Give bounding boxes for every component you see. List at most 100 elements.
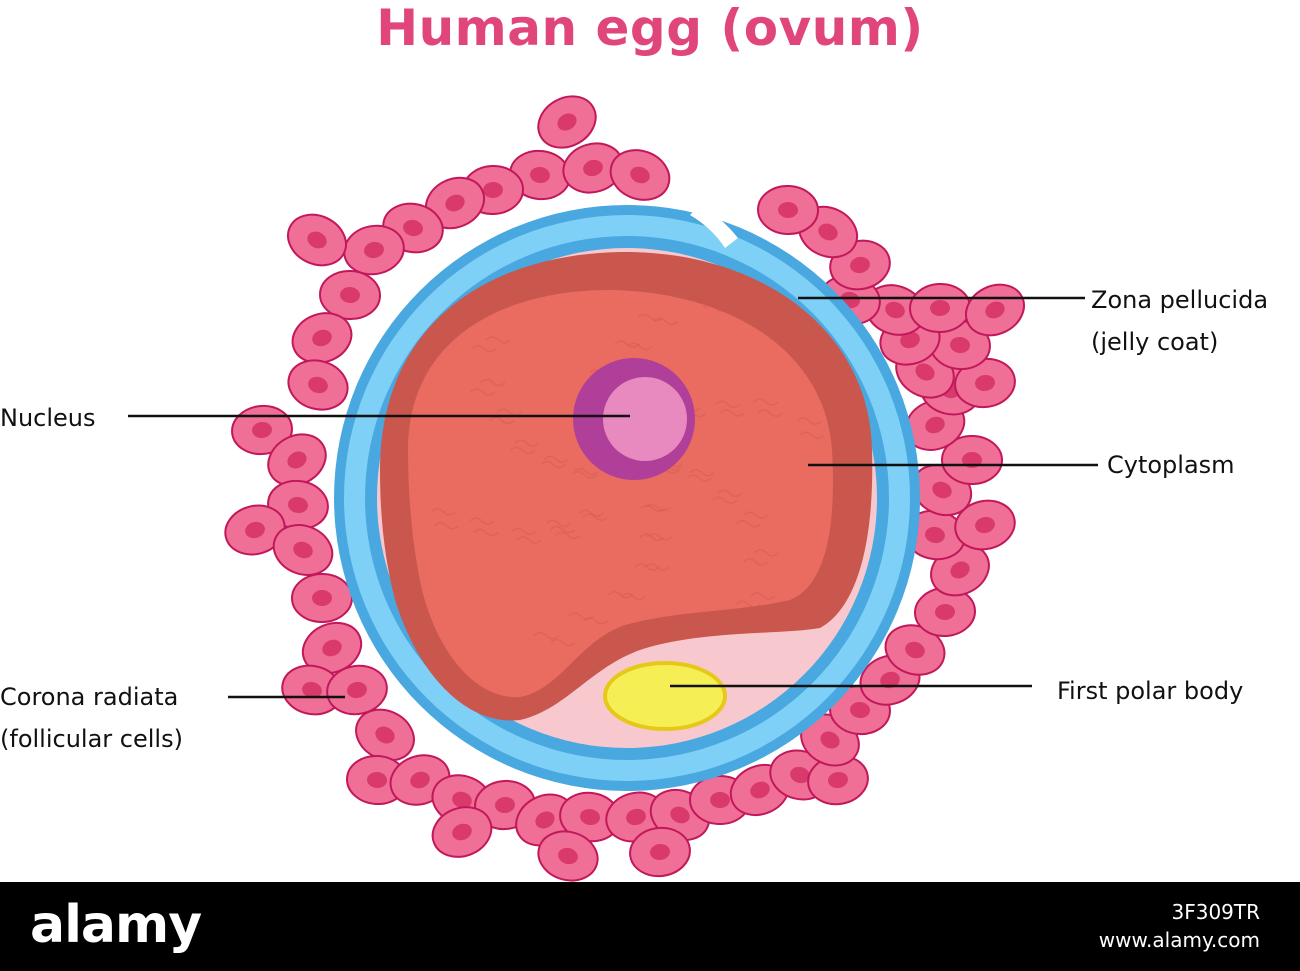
cytoplasm-granule (689, 469, 715, 477)
follicle-cell-nucleus (307, 231, 327, 249)
follicle-cell-nucleus (495, 796, 515, 814)
follicle-cell-nucleus (650, 843, 670, 861)
follicle-cell-nucleus (850, 256, 870, 274)
cytoplasm-granule (796, 417, 822, 425)
follicle-cell-nucleus (302, 681, 322, 699)
cytoplasm-granule (568, 612, 594, 620)
follicle-cell-nucleus (288, 496, 308, 514)
cytoplasm-granule (634, 563, 660, 571)
follicle-cell (609, 149, 671, 201)
follicle-cell-nucleus (975, 374, 995, 392)
follicle-cell (941, 434, 1003, 486)
follicle-cell-nucleus (287, 451, 307, 469)
follicle-cell (757, 184, 819, 236)
cytoplasm-granule (582, 513, 608, 521)
cytoplasm-granule (645, 503, 671, 512)
follicle-cell-nucleus (790, 766, 810, 784)
cytoplasm-granule (510, 446, 536, 455)
follicle-cell-nucleus (950, 561, 970, 579)
follicle-cell-nucleus (930, 299, 950, 317)
follicle-cell-nucleus (935, 603, 955, 621)
follicle-cell-nucleus (445, 194, 465, 212)
follicle-cell-nucleus (245, 521, 265, 539)
label-cytoplasm: Cytoplasm (1107, 451, 1235, 479)
follicle-cell-nucleus (670, 806, 690, 824)
label-zona-pellucida-sub: (jelly coat) (1091, 328, 1219, 356)
cytoplasm-granule (653, 317, 679, 326)
cytoplasm-granule (627, 342, 653, 351)
cytoplasm-granule (638, 313, 664, 322)
follicle-cell (537, 830, 599, 882)
cytoplasm-granule (757, 409, 783, 417)
cytoplasm-granule (798, 431, 825, 439)
cytoplasm-granule (540, 460, 566, 469)
cytoplasm-granule (719, 409, 745, 417)
follicle-cell (224, 504, 286, 556)
cytoplasm-granule (620, 592, 647, 601)
cytoplasm-granule (485, 336, 511, 344)
follicle-cell-nucleus (403, 219, 423, 237)
cytoplasm-granule (735, 520, 762, 528)
follicle-cell-nucleus (900, 331, 920, 349)
follicle-cell-nucleus (452, 791, 472, 809)
cytoplasm-granule (715, 400, 741, 409)
label-zona-pellucida: Zona pellucida (1091, 286, 1269, 314)
follicle-cell-nucleus (312, 329, 332, 347)
follicle-cell (355, 708, 415, 762)
cytoplasm-granule (712, 496, 738, 504)
site-url: www.alamy.com (1098, 928, 1260, 952)
cytoplasm-granule (545, 519, 571, 528)
follicle-cell (281, 664, 343, 716)
cytoplasm-granule (533, 631, 559, 640)
follicle-cell-nucleus (530, 166, 550, 184)
cytoplasm-granule (735, 600, 761, 608)
follicle-cell (914, 586, 976, 638)
follicle-cell (287, 213, 347, 267)
nucleus-inner (603, 377, 687, 461)
follicle-cell-nucleus (630, 166, 650, 184)
cytoplasm-granule (550, 525, 576, 534)
cytoplasm-granule (573, 467, 599, 476)
follicle-cell-nucleus (452, 823, 472, 841)
cytoplasm-granule (555, 531, 581, 540)
cytoplasm-granule (434, 522, 460, 530)
follicle-cell (431, 806, 493, 858)
follicle-cell (807, 754, 869, 806)
follicle-cell-nucleus (710, 792, 730, 808)
follicle-cell (884, 624, 946, 676)
cytoplasm-granule (743, 558, 769, 566)
cytoplasm-granule (646, 533, 673, 541)
follicle-cell-nucleus (364, 241, 384, 259)
follicle-cell-nucleus (367, 771, 387, 789)
follicle-cell-nucleus (375, 726, 395, 744)
label-corona-radiata: Corona radiata (0, 683, 179, 711)
follicle-cell-nucleus (950, 336, 970, 354)
cytoplasm-granule (473, 528, 499, 537)
cytoplasm-granule (430, 508, 457, 516)
cytoplasm-granule (753, 549, 779, 557)
follicle-cell-nucleus (975, 516, 995, 534)
footer-bar: alamy 3F309TR www.alamy.com (0, 882, 1300, 971)
label-nucleus: Nucleus (0, 404, 96, 432)
cytoplasm-granule (550, 638, 576, 647)
cytoplasm-granule (583, 616, 609, 625)
follicle-cell-nucleus (750, 781, 770, 799)
cytoplasm-granule (640, 504, 666, 513)
follicle-cell-nucleus (293, 541, 313, 559)
follicle-cell-nucleus (583, 159, 603, 177)
follicle-cell (291, 572, 353, 624)
follicle-cell-nucleus (915, 363, 935, 381)
follicle-cell-nucleus (820, 731, 840, 749)
image-id: 3F309TR (1171, 900, 1260, 924)
cytoplasm-granule (470, 388, 496, 396)
follicle-cell-nucleus (558, 847, 578, 865)
label-corona-radiata-sub: (follicular cells) (0, 725, 183, 753)
follicle-cell-nucleus (312, 589, 332, 607)
zona-pellucida-gap (690, 205, 738, 248)
cytoplasm-granule (639, 533, 665, 542)
cytoplasm-granule (686, 296, 713, 305)
follicle-cell-nucleus (828, 771, 848, 789)
cytoplasm-granule (608, 591, 634, 599)
cytoplasm-granule (511, 527, 537, 536)
cytoplasm-inner (408, 290, 833, 698)
